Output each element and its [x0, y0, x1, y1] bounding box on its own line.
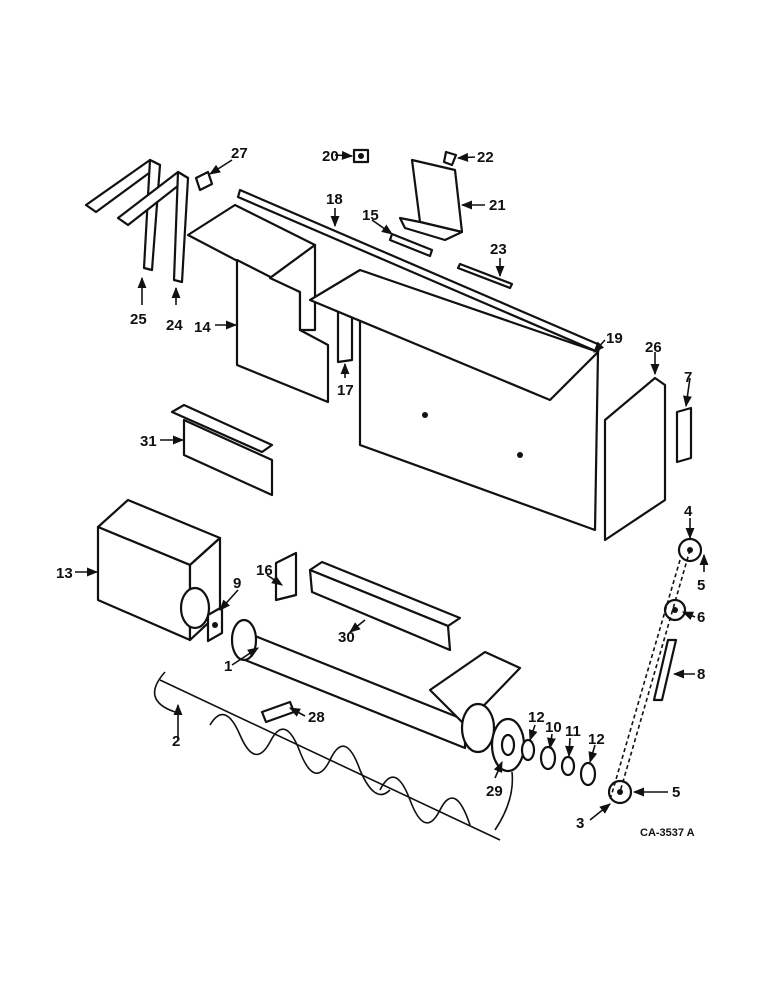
- callout-17: 17: [337, 382, 354, 399]
- callout-5a: 5: [697, 577, 705, 594]
- callout-31: 31: [140, 433, 157, 450]
- callout-11: 11: [565, 723, 581, 740]
- callout-10: 10: [545, 719, 562, 736]
- rod-23: [456, 262, 514, 290]
- callout-8: 8: [697, 666, 705, 683]
- callout-1: 1: [224, 658, 232, 675]
- wing-screw-20: [352, 148, 370, 164]
- chain-8: [609, 549, 691, 801]
- callout-29: 29: [486, 783, 503, 800]
- callout-24: 24: [166, 317, 183, 334]
- washer-12b: [579, 761, 597, 787]
- callout-15: 15: [362, 207, 379, 224]
- callout-13: 13: [56, 565, 73, 582]
- callout-26: 26: [645, 339, 662, 356]
- slotted-bracket-7: [675, 406, 693, 464]
- hopper-bracket-21: [398, 158, 464, 242]
- sprocket-3: [607, 779, 633, 805]
- bracket-15: [388, 232, 434, 258]
- callout-28: 28: [308, 709, 325, 726]
- auger-tube-1: [230, 618, 522, 754]
- callout-22: 22: [477, 149, 494, 166]
- end-panel-26: [603, 376, 667, 542]
- callout-4: 4: [684, 503, 693, 520]
- angle-strip-30: [308, 560, 462, 652]
- callout-18: 18: [326, 191, 343, 208]
- callout-12a: 12: [528, 709, 545, 726]
- callout-14: 14: [194, 319, 211, 336]
- collar-11: [560, 755, 576, 777]
- housing-13: [96, 498, 222, 642]
- plate-31: [170, 403, 274, 497]
- bearing-9: [206, 605, 224, 643]
- auger-2: [159, 679, 501, 841]
- callout-30: 30: [338, 629, 355, 646]
- flange-29: [490, 717, 526, 773]
- callout-25: 25: [130, 311, 147, 328]
- callout-labels: 27 20 22 21 18 15 23 25 24 14 17 19 26 7…: [56, 145, 705, 839]
- callout-12b: 12: [588, 731, 605, 748]
- callout-7: 7: [684, 369, 692, 386]
- figure-code: CA-3537 A: [640, 827, 695, 839]
- side-panel-14: [186, 203, 330, 404]
- angle-brace-24: [116, 170, 190, 284]
- callout-20: 20: [322, 148, 339, 165]
- callout-23: 23: [490, 241, 507, 258]
- bearing-10: [539, 745, 557, 771]
- callout-19: 19: [606, 330, 623, 347]
- leader-lines: [75, 150, 709, 831]
- washer-12a: [520, 738, 536, 762]
- callout-27: 27: [231, 145, 248, 162]
- callout-5b: 5: [672, 784, 680, 801]
- callout-2: 2: [172, 733, 180, 750]
- clip-27: [194, 170, 214, 192]
- bracket-16: [274, 551, 298, 602]
- callout-6: 6: [697, 609, 705, 626]
- callout-9: 9: [233, 575, 241, 592]
- pin-22: [442, 150, 458, 167]
- clamp-28: [260, 700, 296, 724]
- callout-16: 16: [256, 562, 273, 579]
- callout-3: 3: [576, 815, 584, 832]
- callout-21: 21: [489, 197, 506, 214]
- hopper-panel-19: [308, 268, 600, 532]
